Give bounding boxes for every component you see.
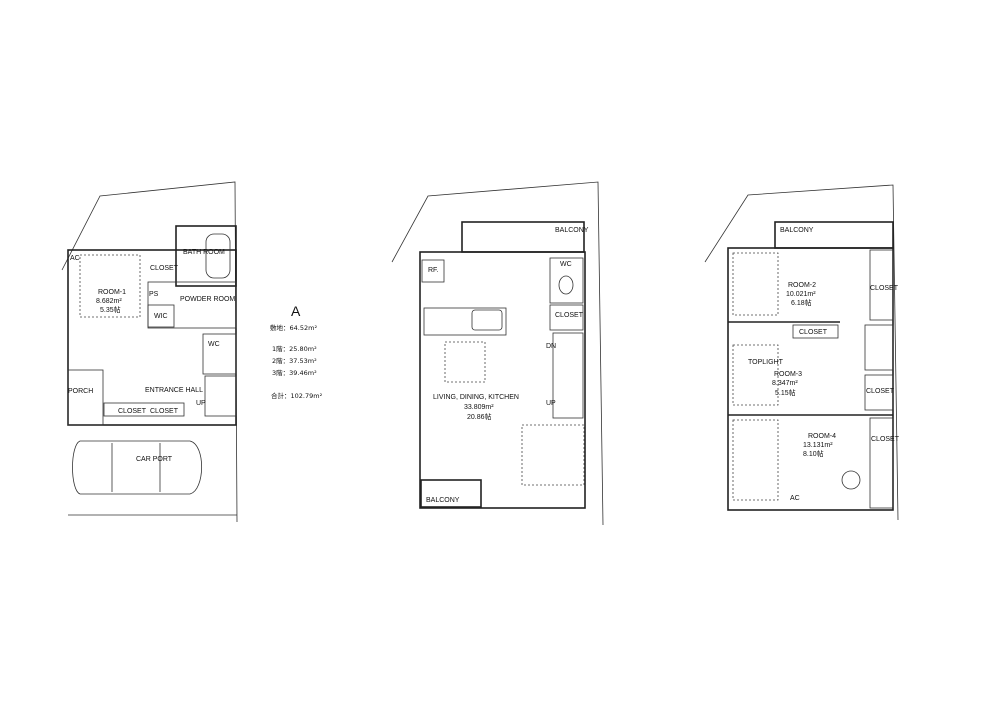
balcony-bottom-label-2: BALCONY — [426, 497, 460, 504]
room-3-area: 8.347m² — [772, 380, 798, 387]
closet-label-room3: CLOSET — [799, 329, 828, 336]
wc-label-1: WC — [208, 341, 220, 348]
carport-label: CAR PORT — [136, 456, 173, 463]
site-boundary-3 — [704, 184, 899, 521]
sofa — [521, 424, 585, 486]
table-room4 — [841, 470, 861, 490]
room-3-label: ROOM-3 — [774, 371, 802, 378]
ldk-area: 33.809m² — [464, 404, 494, 411]
site-area: 敷地：64.52m² — [270, 323, 317, 332]
building-outline-2 — [419, 251, 586, 509]
area-summary: A 敷地：64.52m² 1階：25.80m² 2階：37.53m² 3階：39… — [270, 303, 323, 400]
wic-label: WIC — [154, 313, 168, 320]
car-icon — [72, 440, 202, 495]
closet-strip-1 — [103, 402, 185, 417]
rf-label: RF. — [428, 267, 439, 274]
bed-room4 — [732, 419, 779, 501]
floor-3-plan: BALCONY ROOM-2 10.021m² 6.18帖 CLOSET CLO… — [704, 184, 900, 521]
bed-1 — [79, 254, 141, 318]
closet-room2 — [869, 249, 894, 321]
toilet-2 — [558, 275, 574, 295]
bath-label: BATH ROOM — [183, 249, 225, 256]
balcony-3 — [774, 221, 894, 249]
toplight-label: TOPLIGHT — [748, 359, 784, 366]
total-area: 合計：102.79m² — [271, 391, 323, 400]
closet-label-1: CLOSET — [150, 265, 179, 272]
kitchen-counter — [423, 307, 507, 336]
balcony-label-3: BALCONY — [780, 227, 814, 234]
wc-room-2 — [549, 257, 584, 304]
plan-label: A — [291, 303, 301, 319]
room-2-jo: 6.18帖 — [791, 298, 812, 307]
closet-label-2: CLOSET — [555, 312, 584, 319]
room-2-label: ROOM-2 — [788, 282, 816, 289]
site-boundary-1 — [61, 181, 238, 523]
floor-2-plan: RF. BALCONY WC CLOSET DN UP LIVING, DINI… — [391, 181, 604, 526]
bed-room3 — [732, 344, 779, 406]
floor2-area: 2階：37.53m² — [272, 356, 317, 365]
room-2-area: 10.021m² — [786, 291, 816, 298]
room-3-jo: 5.15帖 — [775, 388, 796, 397]
wc-room-1 — [202, 333, 237, 375]
up-label-2: UP — [546, 400, 556, 407]
stairs-1 — [204, 375, 237, 417]
ps-label: PS — [149, 291, 159, 298]
closet-left-label: CLOSET — [118, 408, 147, 415]
floor3-area: 3階：39.46m² — [272, 368, 317, 377]
entrance-label: ENTRANCE HALL — [145, 387, 203, 394]
balcony-bottom-2 — [420, 479, 482, 508]
closet-label-room4: CLOSET — [871, 436, 900, 443]
closet-2 — [549, 304, 584, 331]
stairs-3 — [864, 324, 894, 371]
closet-right-label: CLOSET — [150, 408, 179, 415]
site-boundary-2 — [391, 181, 604, 526]
kitchen-sink — [471, 309, 503, 331]
powder-label: POWDER ROOM — [180, 296, 235, 303]
room-1-area: 8.682m² — [96, 298, 122, 305]
dn-label: DN — [546, 343, 556, 350]
stairs-2 — [552, 332, 584, 419]
room-4-area: 13.131m² — [803, 442, 833, 449]
room-4-jo: 8.10帖 — [803, 449, 824, 458]
ldk-jo: 20.86帖 — [467, 412, 492, 421]
bed-room2 — [732, 252, 779, 316]
closet-room4 — [869, 417, 894, 509]
ac-label-1: AC — [70, 255, 80, 262]
bathtub — [205, 233, 231, 279]
closet-label-hall: CLOSET — [866, 388, 895, 395]
dining-table — [444, 341, 486, 383]
ac-label-3: AC — [790, 495, 800, 502]
wic-room — [147, 304, 175, 328]
floor1-area: 1階：25.80m² — [272, 344, 317, 353]
closet-room3 — [792, 324, 839, 339]
closet-label-room2: CLOSET — [870, 285, 899, 292]
balcony-top-label-2: BALCONY — [555, 227, 589, 234]
floor-1-plan: ROOM-1 8.682m² 5.35帖 AC CLOSET BATH ROOM… — [61, 181, 238, 523]
bath-room — [175, 225, 237, 287]
porch-area — [67, 369, 104, 426]
room-1-jo: 5.35帖 — [100, 305, 121, 314]
wc-label-2: WC — [560, 261, 572, 268]
room-4-label: ROOM-4 — [808, 433, 836, 440]
building-outline-1 — [67, 249, 237, 426]
refrigerator — [421, 259, 445, 283]
room-1-label: ROOM-1 — [98, 289, 126, 296]
closet-hall — [864, 374, 894, 411]
ldk-label: LIVING, DINING, KITCHEN — [433, 394, 519, 401]
porch-label: PORCH — [68, 388, 93, 395]
up-label-1: UP — [196, 400, 206, 407]
